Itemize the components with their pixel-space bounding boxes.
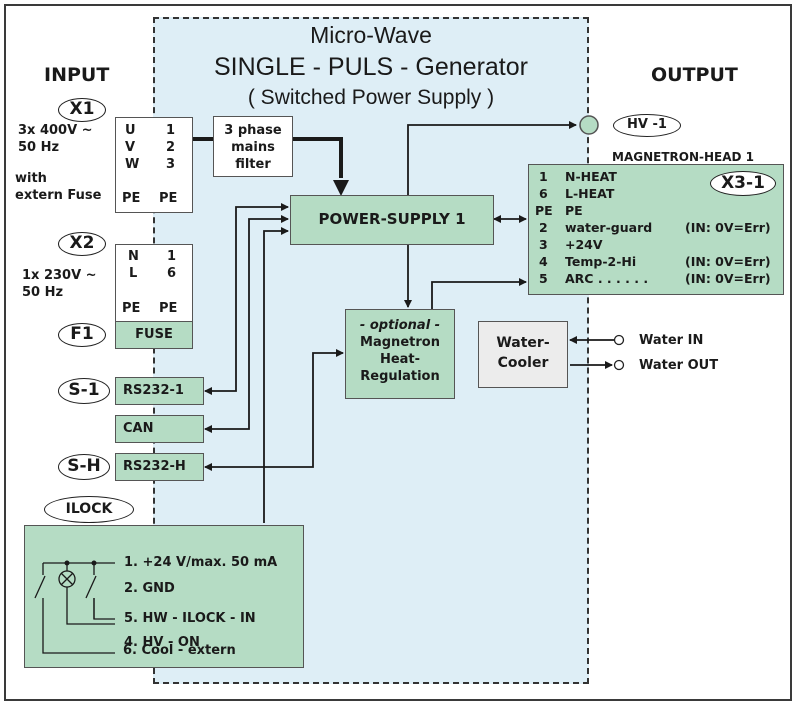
heat-reg-line2: Magnetron [360, 335, 440, 350]
head-pin-name: water-guard [565, 220, 653, 235]
rs232-h-port: RS232-H [115, 453, 204, 481]
x2-pin-label: N [128, 249, 139, 264]
water-cooler: Water- Cooler [478, 321, 568, 388]
x1-desc1: 3x 400V ~ [18, 123, 93, 138]
head-pin-name: Temp-2-Hi [565, 254, 637, 269]
ilock-item: 6. Cool - extern [123, 643, 236, 658]
x2-pin-label: PE [122, 301, 141, 316]
mains-filter: 3 phase mains filter [213, 116, 293, 177]
head-pin-name: L-HEAT [565, 186, 615, 201]
x1-pin-num: 2 [166, 140, 176, 155]
head-pin-name: PE [565, 203, 583, 218]
head-pin-name: ARC . . . . . . [565, 271, 649, 286]
head-pin-name: +24V [565, 237, 603, 252]
x2-pin-num: 1 [167, 249, 177, 264]
wire-ps-hv [407, 121, 577, 195]
x2-terminal-block: N 1 L 6 PE PE [115, 244, 193, 322]
output-heading: OUTPUT [651, 64, 738, 86]
fuse-box: FUSE [115, 321, 193, 349]
x1-desc4: extern Fuse [15, 188, 102, 203]
ilock-tag: ILOCK [44, 496, 134, 523]
x2-tag: X2 [58, 232, 106, 256]
head-pin-note: (IN: 0V=Err) [685, 220, 771, 235]
wire-ilock-ps [263, 227, 289, 523]
title-line1: Micro-Wave [310, 22, 432, 48]
hv-1-tag: HV -1 [613, 114, 681, 137]
water-in-terminal [613, 334, 625, 346]
hv-terminal [579, 115, 599, 135]
water-out-terminal [613, 359, 625, 371]
magnetron-head-title: MAGNETRON-HEAD 1 [612, 150, 754, 164]
x2-pin-num: 6 [167, 266, 177, 281]
x2-desc2: 50 Hz [22, 285, 64, 300]
water-cooler-line2: Cooler [497, 355, 549, 371]
input-heading: INPUT [44, 64, 110, 86]
s1-tag: S-1 [58, 378, 110, 404]
magnetron-head-block: X3-1 1 N-HEAT 6 L-HEAT PE PE 2 water-gua… [528, 164, 784, 295]
heat-reg-optional: - optional - [359, 318, 441, 333]
can-port: CAN [115, 415, 204, 443]
ilock-circuit-icon [34, 560, 115, 654]
x2-desc1: 1x 230V ~ [22, 268, 97, 283]
wire-rs232h-heatreg [204, 349, 344, 471]
wire-heatreg-head [431, 278, 527, 310]
power-supply-block: POWER-SUPPLY 1 [290, 195, 494, 245]
magnetron-heat-regulation: - optional - Magnetron Heat- Regulation [345, 309, 455, 399]
diagram-frame [4, 4, 792, 701]
heat-reg-line3: Heat- [379, 352, 421, 367]
x1-pin-label: V [125, 140, 136, 155]
head-pin-note: (IN: 0V=Err) [685, 271, 771, 286]
head-pin-num: 1 [539, 169, 548, 184]
head-pin-num: 4 [539, 254, 548, 269]
x1-pin-num: 3 [166, 157, 176, 172]
f1-tag: F1 [58, 323, 106, 347]
x1-desc3: with [15, 171, 47, 186]
head-pin-num: 3 [539, 237, 548, 252]
x1-desc2: 50 Hz [18, 140, 60, 155]
head-pin-num: 5 [539, 271, 548, 286]
filter-line3: filter [235, 157, 271, 172]
filter-line2: mains [231, 140, 275, 155]
head-pin-num: 2 [539, 220, 548, 235]
ilock-block: 1. +24 V/max. 50 mA 2. GND 5. HW - ILOCK… [24, 525, 304, 668]
x1-terminal-block: U 1 V 2 W 3 PE PE [115, 117, 193, 213]
x2-pin-label: L [129, 266, 138, 281]
head-pin-note: (IN: 0V=Err) [685, 254, 771, 269]
x1-pin-num: PE [159, 191, 178, 206]
x3-1-tag: X3-1 [710, 171, 776, 196]
wire-rs232-1-ps [204, 203, 289, 395]
x1-tag: X1 [58, 98, 106, 122]
ilock-item: 2. GND [124, 581, 175, 596]
title-line3: ( Switched Power Supply ) [247, 86, 495, 109]
x2-pin-num: PE [159, 301, 178, 316]
water-out-label: Water OUT [639, 358, 719, 373]
x1-pin-num: 1 [166, 123, 176, 138]
x1-pin-label: U [125, 123, 136, 138]
filter-line1: 3 phase [224, 123, 282, 138]
water-cooler-line1: Water- [496, 335, 550, 351]
x1-pin-label: W [125, 157, 140, 172]
head-pin-num: PE [535, 203, 553, 218]
head-pin-num: 6 [539, 186, 548, 201]
x1-pin-label: PE [122, 191, 141, 206]
water-in-label: Water IN [639, 333, 704, 348]
ilock-item: 5. HW - ILOCK - IN [124, 611, 256, 626]
ilock-item: 4. HV - ON [124, 635, 200, 650]
ilock-item: 1. +24 V/max. 50 mA [124, 555, 278, 570]
title-line2: SINGLE - PULS - Generator [213, 53, 528, 81]
sh-tag: S-H [58, 454, 110, 480]
heat-reg-line4: Regulation [360, 369, 440, 384]
head-pin-name: N-HEAT [565, 169, 617, 184]
rs232-1-port: RS232-1 [115, 377, 204, 405]
wire-can-ps [204, 215, 289, 433]
wire-filter-ps [293, 137, 343, 178]
